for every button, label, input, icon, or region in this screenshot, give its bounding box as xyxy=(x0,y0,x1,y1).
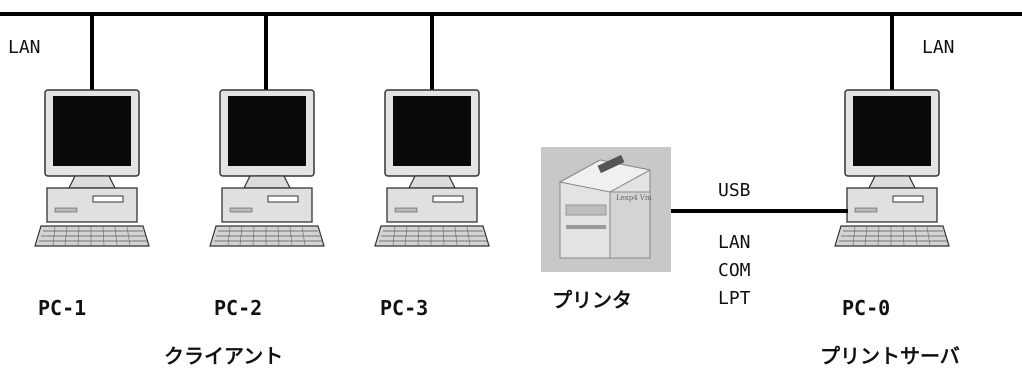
alt-connection-lpt-label: LPT xyxy=(718,288,751,309)
pc-0-label: PC-0 xyxy=(842,296,891,320)
client-group-label: クライアント xyxy=(164,344,284,368)
printer-logo-text: Lexp4 Vm xyxy=(616,194,652,202)
pc-3-computer-icon xyxy=(374,89,490,247)
lan-label-right: LAN xyxy=(922,37,955,58)
pc-3-label: PC-3 xyxy=(380,296,429,320)
usb-label: USB xyxy=(718,180,751,201)
pc-1-computer-icon xyxy=(34,89,150,247)
alt-connection-lan-label: LAN xyxy=(718,232,751,253)
lan-label-left: LAN xyxy=(8,37,41,58)
pc-0-computer-icon xyxy=(834,89,950,247)
print-server-label: プリントサーバ xyxy=(820,344,960,368)
alt-connection-com-label: COM xyxy=(718,260,751,281)
pc-1-label: PC-1 xyxy=(38,296,87,320)
pc-2-label: PC-2 xyxy=(214,296,263,320)
printer-label: プリンタ xyxy=(552,288,632,312)
pc-2-computer-icon xyxy=(209,89,325,247)
printer-icon xyxy=(541,147,671,272)
